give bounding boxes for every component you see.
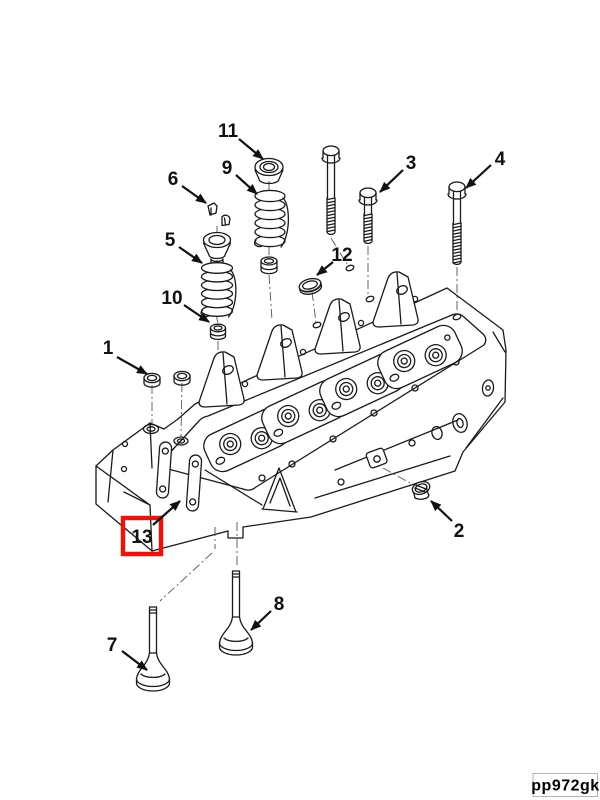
callout-arrow bbox=[181, 185, 207, 204]
center-lines bbox=[151, 181, 458, 602]
callout-1[interactable]: 1 bbox=[103, 338, 148, 375]
callout-11[interactable]: 11 bbox=[218, 121, 264, 160]
callout-number[interactable]: 12 bbox=[331, 245, 352, 266]
callout-2[interactable]: 2 bbox=[430, 500, 465, 542]
cup-plug bbox=[143, 372, 161, 388]
head-bolt-short bbox=[358, 187, 378, 245]
callout-6[interactable]: 6 bbox=[168, 169, 207, 204]
rocker-pedestal bbox=[198, 351, 245, 408]
callout-number[interactable]: 1 bbox=[103, 338, 114, 359]
callout-10[interactable]: 10 bbox=[161, 288, 210, 323]
callout-arrow bbox=[316, 261, 334, 276]
pipe-plug bbox=[411, 480, 431, 500]
figure-code-box bbox=[532, 773, 598, 797]
callout-arrow bbox=[152, 500, 181, 526]
callout-9[interactable]: 9 bbox=[222, 158, 258, 195]
callout-arrow bbox=[121, 650, 148, 671]
callout-number[interactable]: 13 bbox=[131, 527, 152, 548]
callout-arrow bbox=[250, 610, 272, 631]
callout-12[interactable]: 12 bbox=[316, 245, 353, 276]
callout-number[interactable]: 3 bbox=[406, 153, 417, 174]
head-bolt-long bbox=[447, 181, 467, 266]
valve-intake bbox=[135, 606, 171, 692]
callout-arrow bbox=[235, 174, 258, 195]
valve-keepers bbox=[207, 202, 231, 227]
head-bolt-long bbox=[321, 145, 341, 236]
figure-code-text: pp972gk bbox=[531, 778, 599, 795]
callout-arrow bbox=[379, 169, 404, 193]
callout-number[interactable]: 5 bbox=[165, 230, 176, 251]
callout-3[interactable]: 3 bbox=[379, 153, 417, 193]
cup-plug bbox=[173, 370, 191, 386]
rocker-pedestal bbox=[372, 271, 419, 328]
valve-spring-upper bbox=[253, 189, 290, 248]
lifting-strap bbox=[185, 454, 203, 512]
callout-arrow bbox=[183, 304, 210, 323]
callout-7[interactable]: 7 bbox=[107, 635, 148, 671]
callout-arrow bbox=[465, 164, 492, 189]
valve-pan bbox=[377, 324, 463, 390]
callout-arrow bbox=[238, 138, 264, 160]
callout-number[interactable]: 6 bbox=[168, 169, 179, 190]
callout-5[interactable]: 5 bbox=[165, 230, 203, 264]
rocker-pedestal bbox=[256, 324, 303, 381]
callout-8[interactable]: 8 bbox=[250, 594, 285, 631]
callout-number[interactable]: 8 bbox=[274, 594, 285, 615]
cylinder-head-drawing bbox=[95, 264, 507, 552]
spring-retainer-upper bbox=[254, 157, 284, 185]
callout-4[interactable]: 4 bbox=[465, 149, 506, 189]
plug-boss bbox=[365, 447, 388, 469]
callout-13[interactable]: 13 bbox=[120, 500, 181, 557]
figure-code-label: pp972gk bbox=[531, 773, 599, 797]
valve-guide-seal bbox=[260, 256, 278, 275]
callout-number[interactable]: 11 bbox=[218, 121, 239, 142]
exploded-parts bbox=[135, 145, 467, 692]
callout-arrow bbox=[430, 500, 453, 522]
callout-arrow bbox=[178, 246, 203, 264]
spring-retainer-lower bbox=[202, 231, 232, 266]
callout-number[interactable]: 10 bbox=[161, 288, 182, 309]
lifting-strap bbox=[155, 441, 173, 499]
seal-ring bbox=[298, 277, 323, 295]
callout-number[interactable]: 2 bbox=[454, 521, 465, 542]
rocker-pedestal bbox=[314, 298, 361, 355]
callout-number[interactable]: 4 bbox=[495, 149, 506, 170]
callout-number[interactable]: 9 bbox=[222, 158, 233, 179]
callout-number[interactable]: 7 bbox=[107, 635, 118, 656]
callout-arrow bbox=[116, 356, 148, 375]
highlight-box bbox=[120, 515, 164, 557]
valve-exhaust bbox=[218, 570, 254, 656]
valve-stem-seal bbox=[209, 323, 227, 341]
valve-spring-lower bbox=[200, 262, 237, 318]
